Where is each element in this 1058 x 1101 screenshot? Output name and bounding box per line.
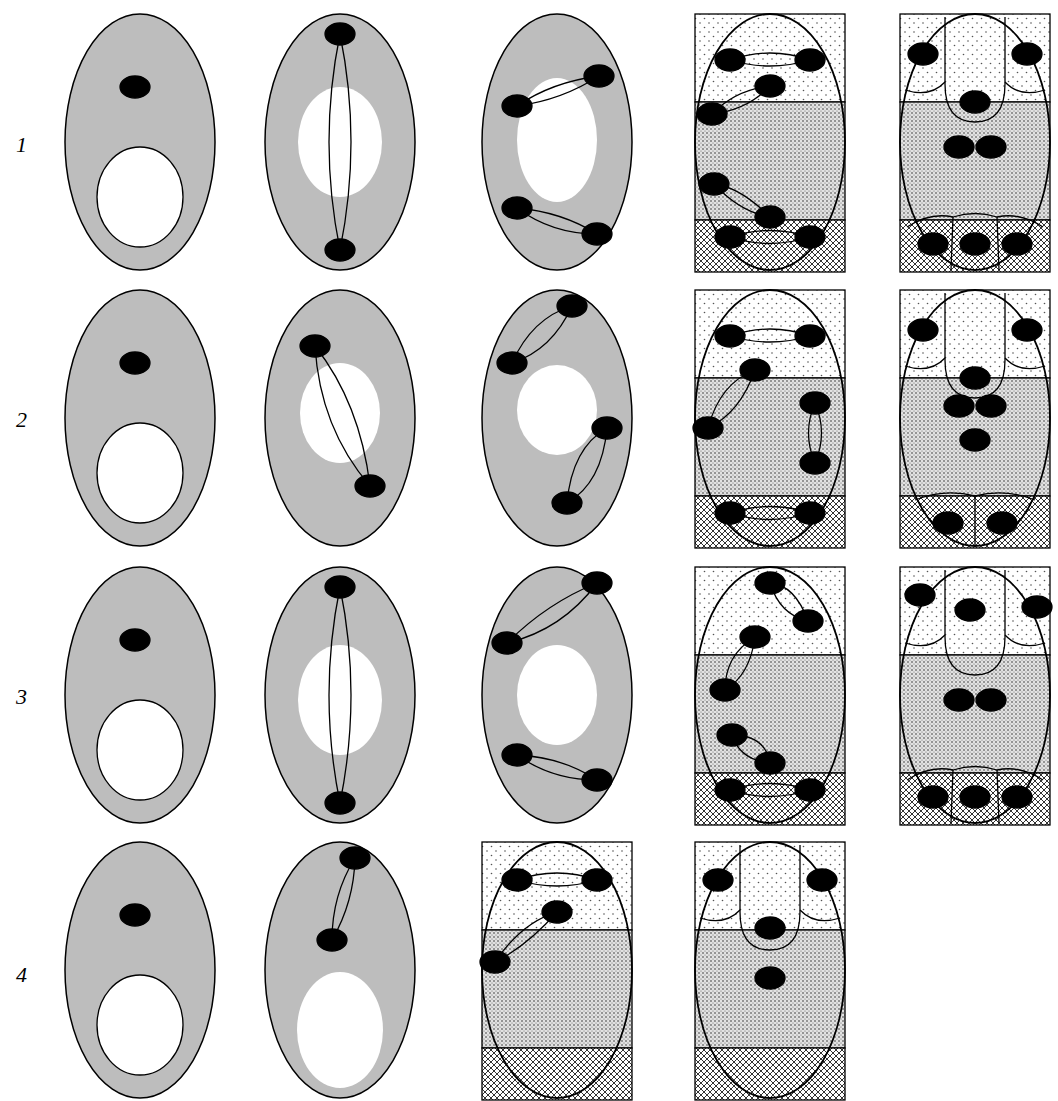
row-number: 1 (16, 134, 27, 156)
row-number: 2 (16, 409, 27, 431)
row-number: 3 (16, 686, 27, 708)
row-number: 4 (16, 964, 27, 986)
